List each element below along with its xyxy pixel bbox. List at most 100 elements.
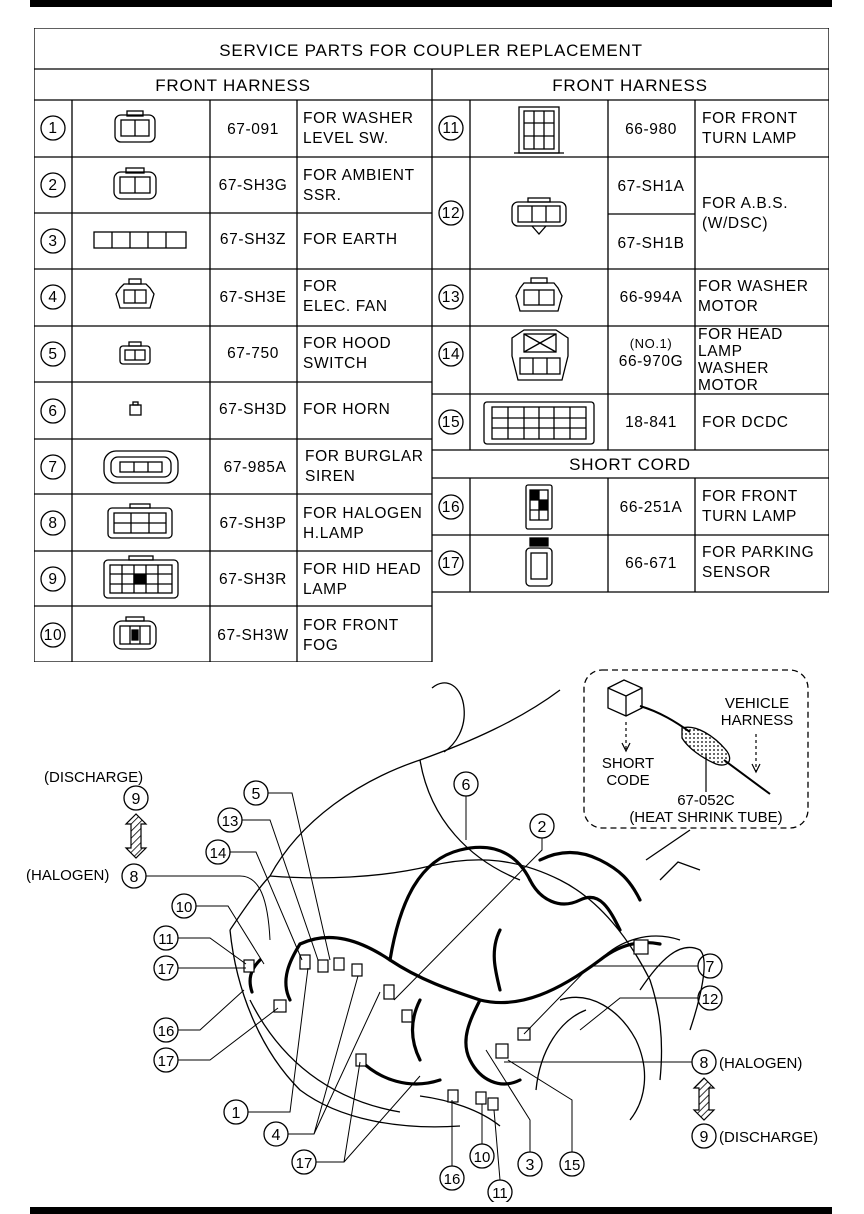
short-cord-header: SHORT CORD xyxy=(569,455,691,474)
front-turn-lamp-coupler-icon xyxy=(514,106,564,154)
left-section-header: FRONT HARNESS xyxy=(155,76,311,95)
description-line-1: FOR PARKING xyxy=(702,544,814,561)
short-code-label-2: CODE xyxy=(606,772,649,789)
short-cord-parking-sensor-icon xyxy=(525,537,553,587)
callout-number: 17 xyxy=(158,1053,175,1070)
callout-8-right: 8 xyxy=(691,1049,717,1075)
row-number: 14 xyxy=(442,346,460,363)
description-line-2: SWITCH xyxy=(303,355,368,372)
callout-number: 17 xyxy=(158,961,175,978)
front-fog-coupler-icon xyxy=(113,616,157,650)
callout-number: 1 xyxy=(232,1105,241,1122)
description-line-1: FOR HEAD xyxy=(698,326,783,343)
row-number: 15 xyxy=(442,414,460,431)
table-row-13: 13 66-994A FOR WASHER MOTOR xyxy=(438,277,808,315)
description-line-2: LAMP xyxy=(698,343,743,360)
right-section-header: FRONT HARNESS xyxy=(552,76,708,95)
table-row-14: 14 (NO.1) 66-970G FOR HEAD LAMP WASHER M… xyxy=(438,326,783,394)
callout-number: 8 xyxy=(130,869,139,886)
callout-number: 5 xyxy=(252,786,261,803)
part-number: 66-671 xyxy=(625,555,677,572)
description-line-2: TURN LAMP xyxy=(702,130,797,147)
vehicle-harness-label-2: HARNESS xyxy=(721,712,794,729)
washer-motor-coupler-icon xyxy=(515,277,563,312)
description-line-1: FOR EARTH xyxy=(303,231,398,248)
description-line-4: MOTOR xyxy=(698,377,758,394)
row-number: 12 xyxy=(442,205,460,222)
part-number: 67-SH3P xyxy=(219,515,286,532)
part-number-a: 67-SH1A xyxy=(617,178,684,195)
part-number: 67-SH3W xyxy=(217,627,288,644)
table-row-9: 9 67-SH3R FOR HID HEAD LAMP xyxy=(40,555,421,599)
description-line-2: MOTOR xyxy=(698,298,758,315)
callout-10-left: 10 xyxy=(171,893,197,919)
callout-14: 14 xyxy=(205,839,231,865)
description-line-1: FOR xyxy=(303,278,338,295)
description-line-2: SSR. xyxy=(303,187,342,204)
table-row-16: 16 66-251A FOR FRONT TURN LAMP xyxy=(438,484,798,530)
callout-4: 4 xyxy=(263,1121,289,1147)
harness-connectors xyxy=(243,939,649,1111)
table-row-7: 7 67-985A FOR BURGLAR SIREN xyxy=(40,448,424,485)
description-line-1: FOR A.B.S. xyxy=(702,195,788,212)
vehicle-body-outline xyxy=(229,682,705,1128)
callout-11-left: 11 xyxy=(153,925,179,951)
description-line-1: FOR BURGLAR xyxy=(305,448,424,465)
description-line-1: FOR FRONT xyxy=(702,488,798,505)
row-number: 6 xyxy=(48,403,57,420)
description-line-1: FOR HOOD xyxy=(303,335,391,352)
part-number: 67-SH3R xyxy=(219,571,287,588)
callout-7: 7 xyxy=(697,953,723,979)
part-number: 67-SH3Z xyxy=(220,231,286,248)
description-line-2: SENSOR xyxy=(702,564,771,581)
callout-number: 16 xyxy=(444,1171,461,1188)
row-number: 2 xyxy=(48,177,57,194)
callout-number: 2 xyxy=(538,819,547,836)
part-number: 67-SH3G xyxy=(219,177,288,194)
vehicle-harness-diagram: SHORT CODE VEHICLE HARNESS 67-052C (HEAT… xyxy=(26,669,818,1202)
row-number: 10 xyxy=(44,627,62,644)
hood-switch-coupler-icon xyxy=(119,341,151,365)
table-row-2: 2 67-SH3G FOR AMBIENT SSR. xyxy=(40,167,414,204)
table-row-17: 17 66-671 FOR PARKING SENSOR xyxy=(438,537,814,587)
row-number: 13 xyxy=(442,289,460,306)
callout-9-top: 9 xyxy=(123,785,149,811)
row-number: 16 xyxy=(442,499,460,516)
description-line-1: FOR DCDC xyxy=(702,414,789,431)
callout-number: 16 xyxy=(158,1023,175,1040)
row-number: 4 xyxy=(48,289,57,306)
description-line-1: FOR WASHER xyxy=(698,278,808,295)
callout-number: 7 xyxy=(706,959,715,976)
description-line-1: FOR HORN xyxy=(303,401,390,418)
description-line-1: FOR FRONT xyxy=(702,110,798,127)
short-cord-turn-lamp-icon xyxy=(525,484,553,530)
part-number: 66-980 xyxy=(625,121,677,138)
callout-2: 2 xyxy=(529,813,555,839)
callout-number: 6 xyxy=(462,777,471,794)
callout-number: 4 xyxy=(272,1127,281,1144)
callout-number: 10 xyxy=(176,899,193,916)
part-note: (NO.1) xyxy=(630,336,673,351)
halogen-lamp-coupler-icon xyxy=(107,503,173,539)
description-line-2: LEVEL SW. xyxy=(303,130,389,147)
callout-1: 1 xyxy=(223,1099,249,1125)
callout-11-bottom: 11 xyxy=(487,1179,513,1202)
callout-number: 11 xyxy=(492,1185,508,1202)
part-number: 66-251A xyxy=(620,499,683,516)
part-number: 18-841 xyxy=(625,414,677,431)
part-number: 67-091 xyxy=(227,121,279,138)
callout-number: 17 xyxy=(296,1155,313,1172)
short-cord-inset: SHORT CODE VEHICLE HARNESS 67-052C (HEAT… xyxy=(583,669,809,829)
table-row-3: 3 67-SH3Z FOR EARTH xyxy=(40,228,398,254)
row-number: 17 xyxy=(442,555,460,572)
headlamp-washer-coupler-icon xyxy=(511,329,569,381)
part-number: 67-SH3E xyxy=(219,289,286,306)
description-line-1: FOR HALOGEN xyxy=(303,505,422,522)
row-number: 7 xyxy=(48,459,57,476)
callout-number: 9 xyxy=(132,791,141,808)
discharge-label-left: (DISCHARGE) xyxy=(44,769,143,786)
callout-number: 12 xyxy=(702,991,719,1008)
description-line-2: ELEC. FAN xyxy=(303,298,388,315)
table-row-11: 11 66-980 FOR FRONT TURN LAMP xyxy=(438,106,798,154)
description-line-1: FOR HID HEAD xyxy=(303,561,421,578)
